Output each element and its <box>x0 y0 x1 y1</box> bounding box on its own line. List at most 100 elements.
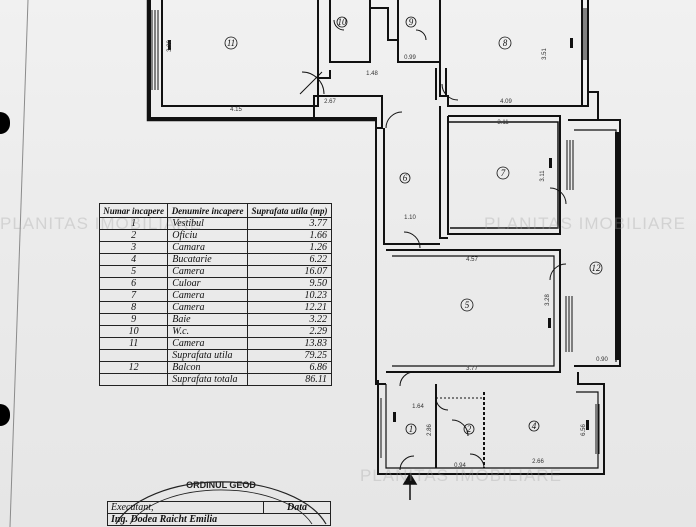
header-room-number: Numar incapere <box>98 203 169 218</box>
room-number-5: 5 <box>464 300 470 310</box>
cell-nr <box>98 373 169 386</box>
dimension-label: 4.57 <box>466 257 478 263</box>
wall-room6-left <box>383 128 440 245</box>
room-number-11: 11 <box>226 38 236 48</box>
dimension-label: 4.15 <box>230 107 242 113</box>
room-number-10: 10 <box>337 17 347 27</box>
dimension-label: 0.90 <box>596 357 608 363</box>
wall-room5-inner <box>392 255 555 367</box>
cell-area: 6.22 <box>246 253 333 266</box>
room-circle-7 <box>496 166 510 180</box>
door-room11 <box>301 71 325 95</box>
inner-wall-bottom <box>385 384 599 469</box>
door-room6 <box>385 111 403 129</box>
cell-nr: 6 <box>98 277 169 290</box>
cell-nr: 7 <box>98 289 169 302</box>
cell-name: Culoar <box>167 277 248 290</box>
wall-room10-box <box>329 0 371 63</box>
cell-name: Suprafata totala <box>167 373 248 386</box>
cell-name: Baie <box>167 313 248 326</box>
window-room7 <box>566 140 574 190</box>
window-room4 <box>595 404 600 454</box>
wall-room7-inner <box>448 121 559 229</box>
outer-wall-bottom <box>377 372 605 475</box>
wall-room6-right <box>439 106 448 239</box>
cell-nr: 11 <box>98 337 169 350</box>
binder-hole-top <box>0 112 10 134</box>
door-room4 <box>451 419 469 437</box>
dimension-label: 6.56 <box>581 424 587 436</box>
cell-area: 10.23 <box>246 289 333 302</box>
date-label: Data <box>263 501 331 514</box>
window-room5 <box>565 296 573 352</box>
room-number-6: 6 <box>402 173 408 183</box>
cell-area: 79.25 <box>246 349 333 362</box>
room-circle-8 <box>498 36 512 50</box>
cell-area: 1.26 <box>246 241 333 254</box>
cell-area: 12.21 <box>246 301 333 314</box>
door-kitchen <box>469 453 485 469</box>
dimension-label: 3.77 <box>466 366 478 372</box>
door-room8 <box>441 83 459 101</box>
dimension-label: 1.64 <box>412 404 424 410</box>
cell-area: 1.66 <box>246 229 333 242</box>
window-room1 <box>377 398 382 458</box>
cell-area: 16.07 <box>246 265 333 278</box>
dimension-label: 4.09 <box>500 99 512 105</box>
wall-room10 <box>317 0 331 79</box>
radiator-room7 <box>549 158 552 168</box>
watermark-right: PLANITAS IMOBILIARE <box>484 214 686 233</box>
cell-name: Oficiu <box>167 229 248 242</box>
dimension-label: 3.51 <box>542 48 548 60</box>
room-circle-4 <box>528 420 540 432</box>
cell-name: Camera <box>167 337 248 350</box>
door-room7 <box>549 187 567 205</box>
room-number-9: 9 <box>408 17 414 27</box>
wall-room9 <box>397 0 441 63</box>
cell-area: 3.77 <box>246 217 333 230</box>
watermark-bottom: PLANITAS IMOBILIARE <box>360 466 562 485</box>
door-room6-bottom <box>403 231 421 249</box>
cell-nr: 8 <box>98 301 169 314</box>
corridor-walls-top <box>435 68 447 100</box>
dimension-label: 3.28 <box>545 294 551 306</box>
dimension-label: 2.67 <box>324 99 336 105</box>
cell-area: 9.50 <box>246 277 333 290</box>
cell-area: 3.22 <box>246 313 333 326</box>
cell-nr: 2 <box>98 229 169 242</box>
signature-row: Executant, Data <box>106 501 331 514</box>
dimension-label: 3.11 <box>540 170 546 182</box>
signature-name-row: Ing. Dodea Raicht Emilia <box>107 513 331 526</box>
dimension-label: 0.94 <box>454 463 466 469</box>
cell-name: Camera <box>167 265 248 278</box>
door-room10 <box>333 19 345 31</box>
cell-nr: 4 <box>98 253 169 266</box>
cell-name: Bucatarie <box>167 253 248 266</box>
area-table: Numar incapere Denumire incapere Suprafa… <box>98 203 333 386</box>
header-room-area: Suprafata utila (mp) <box>246 203 333 218</box>
door-entrance <box>399 455 415 471</box>
room-circle-5 <box>460 298 474 312</box>
wall-room3 <box>370 0 399 41</box>
area-table-header: Numar incapere Denumire incapere Suprafa… <box>98 203 333 218</box>
dimension-label: 1.48 <box>366 71 378 77</box>
cell-area: 13.83 <box>246 337 333 350</box>
cell-area: 6.86 <box>246 361 333 374</box>
room-number-8: 8 <box>502 38 508 48</box>
cell-nr: 12 <box>98 361 169 374</box>
cell-name: Camera <box>167 289 248 302</box>
wall-balcony-inner <box>574 129 617 362</box>
dimension-label: 1.10 <box>404 215 416 221</box>
room-number-4: 4 <box>531 421 537 431</box>
cell-name: W.c. <box>167 325 248 338</box>
wall-balcony <box>568 119 621 367</box>
room-circle-11 <box>224 36 238 50</box>
